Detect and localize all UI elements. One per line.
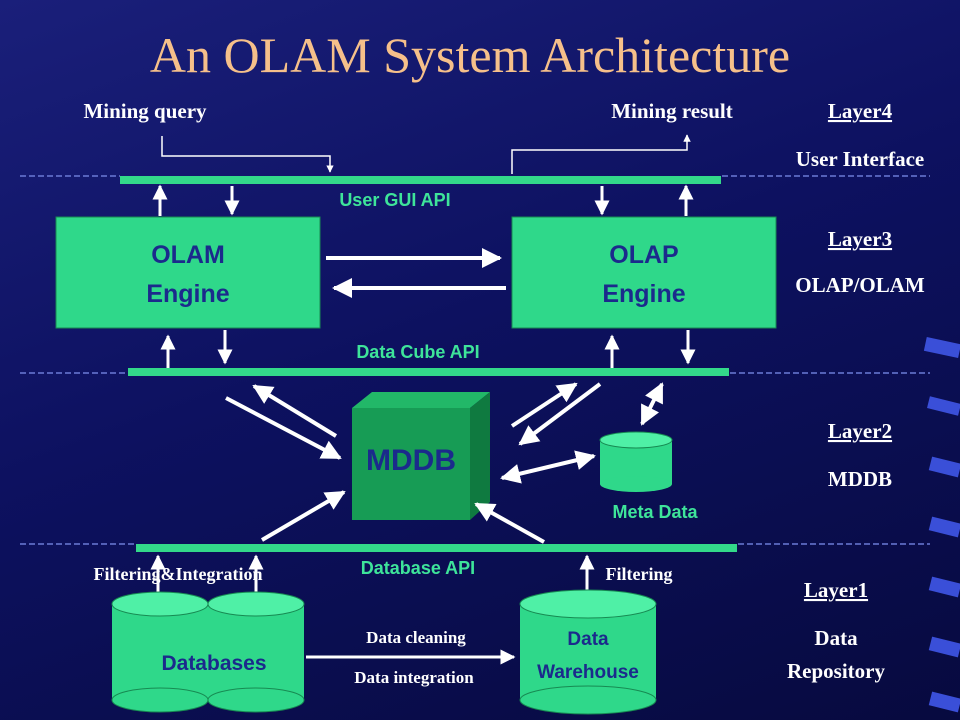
layer1-label: Layer1 (804, 578, 868, 602)
olam-engine-subtitle: Engine (146, 280, 229, 308)
layer4-desc: User Interface (796, 147, 924, 171)
olap-engine-subtitle: Engine (602, 280, 685, 308)
gui-engine-arrows (152, 184, 694, 216)
engine-link-arrows (326, 248, 506, 298)
database-api-label: Database API (361, 558, 475, 578)
database-api-bar (136, 544, 737, 552)
meta-data-label: Meta Data (612, 502, 698, 522)
user-gui-api-bar (120, 176, 721, 184)
olam-engine-box (55, 216, 321, 329)
filtering-integration-label: Filtering&Integration (94, 564, 263, 584)
olap-engine-title: OLAP (609, 241, 678, 269)
meta-data-cylinder (599, 431, 673, 492)
engine-cube-arrows (160, 330, 696, 368)
mining-result-connector (511, 134, 691, 174)
databases-label: Databases (161, 652, 266, 675)
data-integration-label: Data integration (354, 668, 474, 687)
data-warehouse-cylinder (519, 589, 657, 715)
layer3-label: Layer3 (828, 227, 892, 251)
mddb-cube (352, 392, 490, 520)
mining-query-connector (161, 136, 334, 173)
page-title: An OLAM System Architecture (150, 27, 790, 83)
warehouse-label-line2: Warehouse (537, 662, 639, 683)
data-cleaning-label: Data cleaning (366, 628, 466, 647)
layer1-desc-line2: Repository (787, 659, 885, 683)
layer3-desc: OLAP/OLAM (795, 273, 925, 297)
data-cube-api-label: Data Cube API (356, 342, 479, 362)
mddb-label: MDDB (366, 444, 456, 477)
layer1-desc-line1: Data (814, 626, 858, 650)
olap-engine-box (511, 216, 777, 329)
mddb-arrows (225, 382, 664, 544)
filtering-label: Filtering (606, 564, 673, 584)
decorative-streaks (923, 337, 960, 713)
warehouse-label-line1: Data (567, 629, 609, 650)
databases-cylinders (111, 591, 305, 713)
layer2-label: Layer2 (828, 419, 892, 443)
mining-query-label: Mining query (83, 99, 207, 123)
layer2-desc: MDDB (828, 467, 892, 491)
mining-result-label: Mining result (611, 99, 733, 123)
layer4-label: Layer4 (828, 99, 893, 123)
olam-engine-title: OLAM (151, 241, 225, 269)
user-gui-api-label: User GUI API (339, 190, 450, 210)
layer-separators (20, 175, 930, 545)
data-cube-api-bar (128, 368, 729, 376)
